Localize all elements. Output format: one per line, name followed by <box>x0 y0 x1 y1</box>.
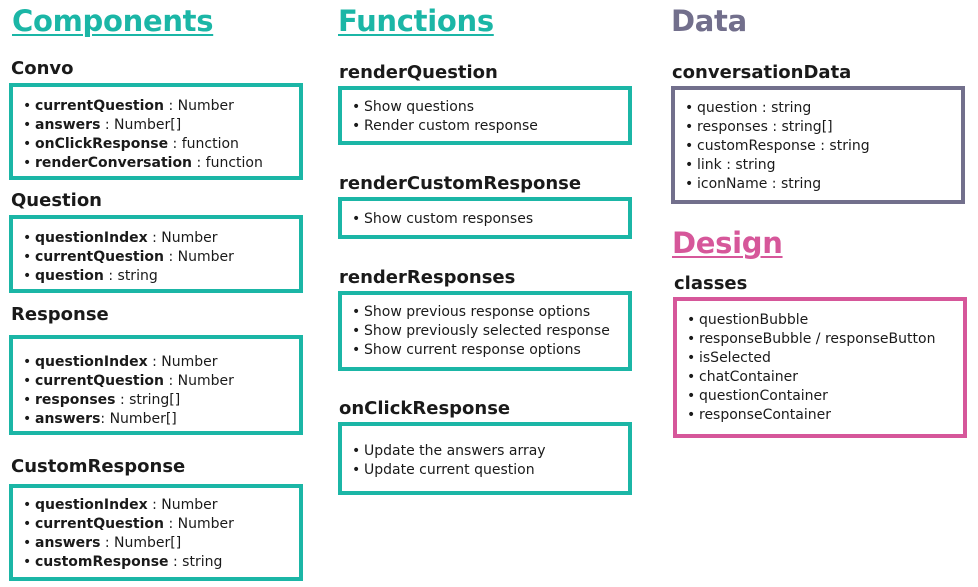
list-item: chatContainer <box>687 368 798 387</box>
list-item: questionIndex : Number <box>23 496 217 515</box>
custom-response-box: questionIndex : Number currentQuestion :… <box>9 484 303 581</box>
list-item: responses : string[] <box>685 118 833 137</box>
list-item: Update the answers array <box>352 442 546 461</box>
list-item: question : string <box>685 99 811 118</box>
list-item: iconName : string <box>685 175 821 194</box>
list-item: isSelected <box>687 349 771 368</box>
response-title: Response <box>11 304 109 325</box>
list-item: responseBubble / responseButton <box>687 330 935 349</box>
render-question-box: Show questions Render custom response <box>338 86 632 145</box>
list-item: customResponse : string <box>23 553 222 572</box>
conversation-data-title: conversationData <box>672 62 852 83</box>
list-item: question : string <box>23 267 158 286</box>
list-item: link : string <box>685 156 776 175</box>
list-item: Show previously selected response <box>352 322 610 341</box>
list-item: responseContainer <box>687 406 831 425</box>
on-click-response-title: onClickResponse <box>339 398 511 419</box>
convo-box: currentQuestion : Number answers : Numbe… <box>9 83 303 180</box>
list-item: Show previous response options <box>352 303 590 322</box>
design-heading: Design <box>672 226 783 260</box>
list-item: currentQuestion : Number <box>23 372 234 391</box>
list-item: Render custom response <box>352 117 538 136</box>
components-heading: Components <box>12 4 214 38</box>
render-responses-box: Show previous response options Show prev… <box>338 291 632 371</box>
list-item: currentQuestion : Number <box>23 97 234 116</box>
list-item: answers: Number[] <box>23 410 177 429</box>
render-question-title: renderQuestion <box>339 62 498 83</box>
question-box: questionIndex : Number currentQuestion :… <box>9 215 303 293</box>
list-item: currentQuestion : Number <box>23 515 234 534</box>
response-box: questionIndex : Number currentQuestion :… <box>9 335 303 435</box>
list-item: questionIndex : Number <box>23 353 217 372</box>
list-item: customResponse : string <box>685 137 870 156</box>
data-heading: Data <box>671 4 747 38</box>
list-item: renderConversation : function <box>23 154 263 173</box>
list-item: answers : Number[] <box>23 534 181 553</box>
list-item: responses : string[] <box>23 391 180 410</box>
list-item: currentQuestion : Number <box>23 248 234 267</box>
classes-box: questionBubble responseBubble / response… <box>673 297 967 438</box>
list-item: Update current question <box>352 461 535 480</box>
render-custom-response-box: Show custom responses <box>338 197 632 239</box>
list-item: Show questions <box>352 98 474 117</box>
on-click-response-box: Update the answers array Update current … <box>338 422 632 495</box>
list-item: onClickResponse : function <box>23 135 239 154</box>
list-item: Show current response options <box>352 341 581 360</box>
functions-heading: Functions <box>338 4 494 38</box>
convo-title: Convo <box>11 58 74 79</box>
list-item: questionContainer <box>687 387 828 406</box>
custom-response-title: CustomResponse <box>11 456 186 477</box>
classes-title: classes <box>674 273 748 294</box>
question-title: Question <box>11 190 102 211</box>
list-item: Show custom responses <box>352 210 533 229</box>
render-responses-title: renderResponses <box>339 267 516 288</box>
list-item: answers : Number[] <box>23 116 181 135</box>
list-item: questionBubble <box>687 311 808 330</box>
conversation-data-box: question : string responses : string[] c… <box>671 86 965 204</box>
render-custom-response-title: renderCustomResponse <box>339 173 582 194</box>
list-item: questionIndex : Number <box>23 229 217 248</box>
